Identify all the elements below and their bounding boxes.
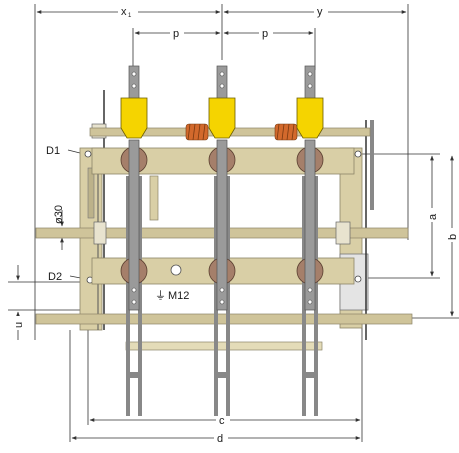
contact-arm-right bbox=[304, 139, 316, 311]
left-side-frame bbox=[79, 90, 107, 331]
label-p-left: p bbox=[173, 28, 179, 40]
insulator-left bbox=[120, 97, 148, 139]
dimension-lines bbox=[8, 4, 459, 442]
label-d: d bbox=[217, 433, 223, 445]
label-a: a bbox=[427, 213, 439, 220]
pole-right bbox=[296, 65, 324, 416]
insulator-right bbox=[296, 97, 324, 139]
label-m12: M12 bbox=[168, 290, 189, 302]
contact-arm-left bbox=[128, 139, 140, 311]
label-x1: x bbox=[121, 6, 127, 18]
mounting-rod-lower bbox=[35, 313, 413, 325]
pole-left bbox=[120, 65, 148, 416]
insulator-middle bbox=[208, 97, 236, 139]
label-d2: D2 bbox=[48, 271, 62, 283]
label-c: c bbox=[219, 415, 225, 427]
contact-arm-middle bbox=[216, 139, 228, 311]
springs bbox=[185, 123, 298, 141]
label-u: u bbox=[13, 322, 25, 328]
label-x1-subscript: 1 bbox=[128, 13, 132, 19]
label-b: b bbox=[447, 234, 459, 240]
label-y: y bbox=[317, 6, 323, 18]
label-d1: D1 bbox=[46, 145, 60, 157]
dimension-text: x 1 y p p D1 D2 ø30 a b u c d bbox=[12, 4, 459, 445]
label-phi30: ø30 bbox=[53, 205, 65, 224]
d1-hole bbox=[84, 150, 92, 158]
label-p-right: p bbox=[262, 28, 268, 40]
ground-symbol: ⏚ bbox=[155, 289, 166, 302]
m12-ground-point: ⏚ M12 bbox=[155, 264, 189, 302]
pole-middle bbox=[208, 65, 236, 416]
